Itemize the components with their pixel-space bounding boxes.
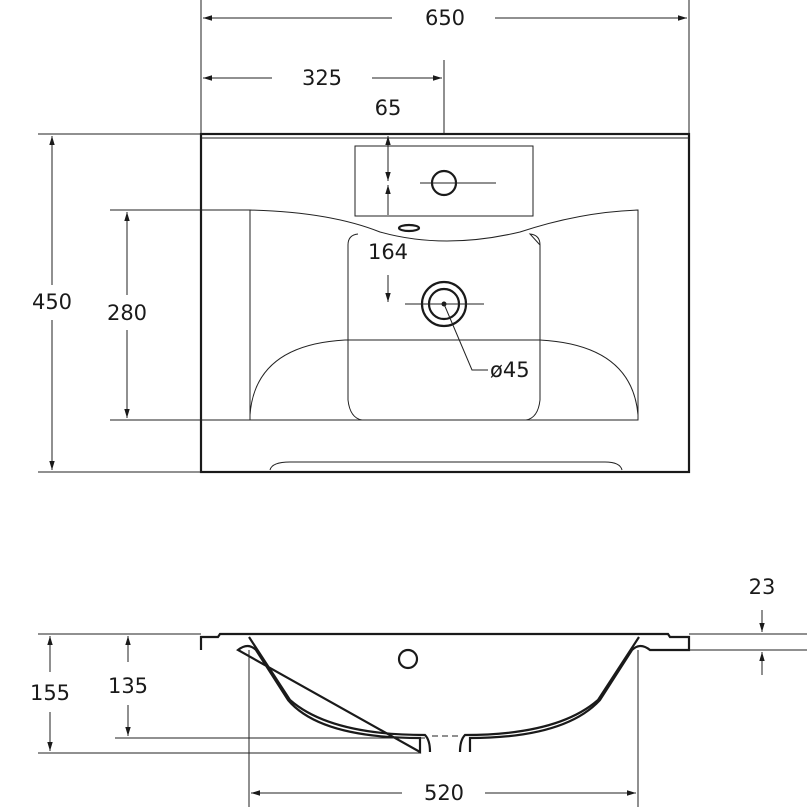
dim-520: 520: [424, 781, 464, 805]
sink-profile: [199, 632, 691, 754]
dim-65: 65: [375, 96, 402, 120]
countertop-outline: [199, 132, 691, 474]
dim-164: 164: [368, 240, 408, 264]
front-lip: [269, 461, 623, 471]
dim-650: 650: [425, 6, 465, 30]
side-dimensions: 23 155 135 520: [30, 575, 807, 807]
overflow-hole: [397, 223, 421, 233]
dim-135: 135: [108, 674, 148, 698]
basin-outline: [249, 209, 639, 421]
tap-deck: [354, 145, 534, 217]
tap-hole-side: [397, 648, 419, 670]
dim-155: 155: [30, 681, 70, 705]
top-dimensions: 650 325 65 164 450 280 ø45: [32, 0, 690, 473]
dim-450: 450: [32, 290, 72, 314]
dim-23: 23: [749, 575, 776, 599]
side-view: [199, 632, 691, 754]
dim-280: 280: [107, 301, 147, 325]
dim-diameter-45: ø45: [490, 358, 530, 382]
dim-325: 325: [302, 66, 342, 90]
top-view: [199, 132, 691, 474]
